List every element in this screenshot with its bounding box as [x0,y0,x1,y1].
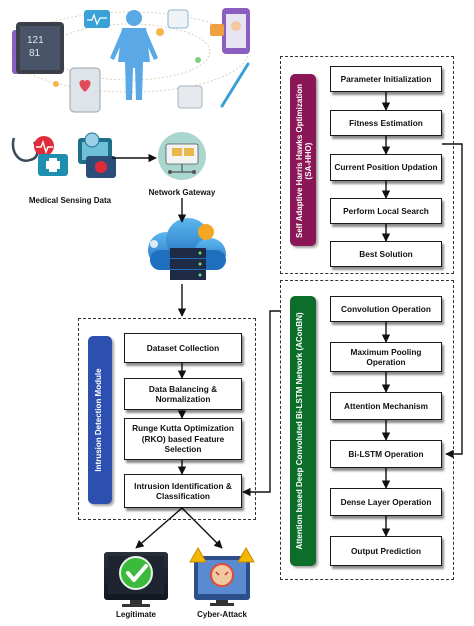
medical-sensing-label: Medical Sensing Data [28,196,112,205]
legitimate-label: Legitimate [115,610,156,619]
tablet-monitor-icon [12,22,64,74]
human-body-icon [110,10,158,100]
monitor-reading-1: 121 [27,35,44,46]
step-convolution-operation: Convolution Operation [330,296,442,322]
monitor-reading-2: 81 [29,48,41,59]
ids-module [78,318,256,520]
step-bi-lstm-operation: Bi-LSTM Operation [330,440,442,468]
scale-icon [177,85,203,109]
step-output-prediction: Output Prediction [330,536,442,566]
cyber-attack-label: Cyber-Attack [197,610,247,619]
step-best-solution: Best Solution [330,241,442,267]
step-fitness-estimation: Fitness Estimation [330,110,442,136]
watch-icon [167,9,189,29]
step-dataset-collection: Dataset Collection [124,333,242,363]
step-maximum-pooling-operation: Maximum Pooling Operation [330,342,442,372]
warning-icon [237,546,255,563]
step-attention-mechanism: Attention Mechanism [330,392,442,420]
health-devices-illustration: 121 81 [11,8,250,113]
optimizer-title: Self Adaptive Harris Hawks Optimization … [295,84,313,238]
network-gateway-label: Network Gateway [148,188,216,197]
ids-title-band [88,336,112,504]
network-module [280,280,454,580]
heart-icon [79,80,91,92]
warning-icon [189,546,207,563]
step-perform-local-search: Perform Local Search [330,198,442,224]
step-parameter-initialization: Parameter Initialization [330,66,442,92]
medical-sensing-icon [11,132,116,178]
thermometer-icon [220,62,250,108]
cloud-server-icon [148,218,226,280]
network-title: Attention based Deep Convoluted Bi-LSTM … [295,312,304,550]
optimizer-title-band [290,74,316,246]
step-dense-layer-operation: Dense Layer Operation [330,488,442,516]
network-gateway-icon [158,132,206,180]
ids-title: Intrusion Detection Module [94,368,103,472]
heart-monitor-icon [84,10,110,28]
optimizer-module [280,56,454,274]
step-current-position-updation: Current Position Updation [330,154,442,181]
network-title-band [290,296,316,566]
step-data-balancing-normalization: Data Balancing & Normalization [124,378,242,410]
step-intrusion-identification-classification: Intrusion Identification & Classificatio… [124,474,242,508]
cyber-attack-monitor-icon [189,546,255,606]
legitimate-monitor-icon [104,552,168,607]
step-rko-feature-selection: Runge Kutta Optimization (RKO) based Fea… [124,418,242,460]
